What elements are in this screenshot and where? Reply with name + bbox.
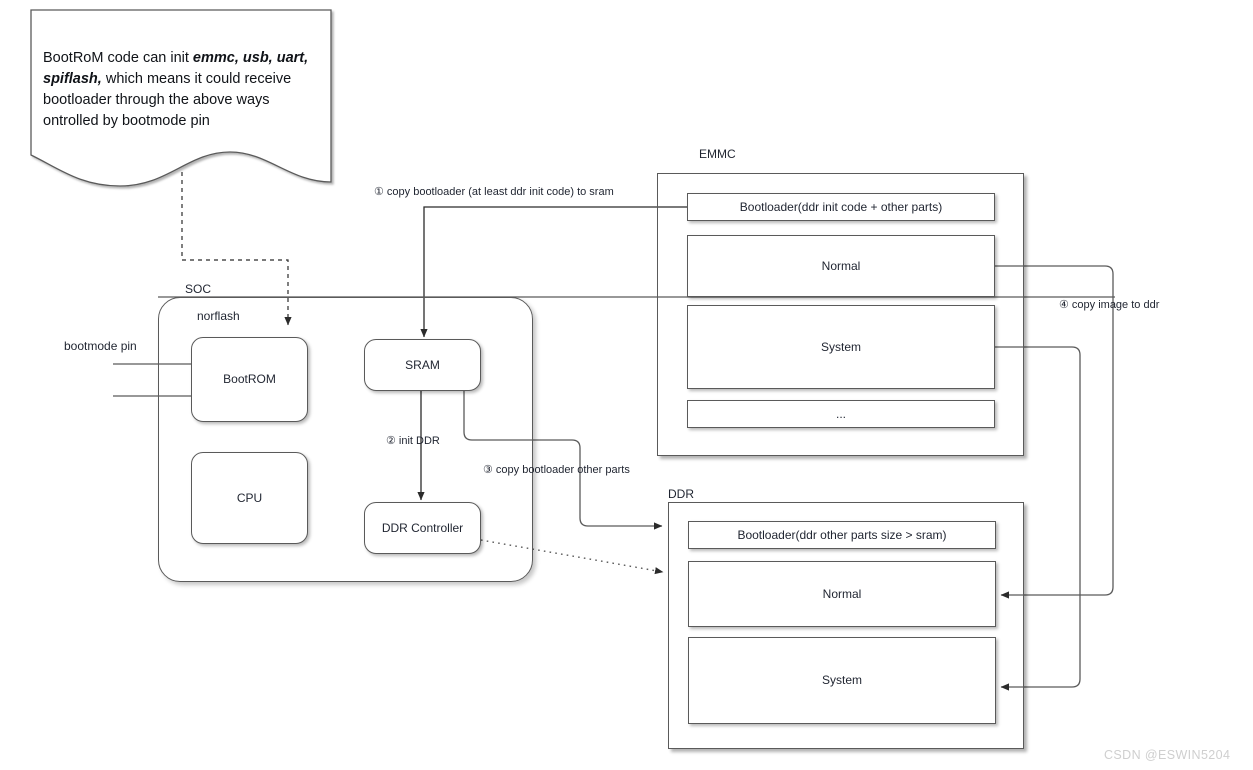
ddr-partition-normal-label: Normal — [822, 586, 862, 601]
note-part-3: which means it could receive bootloader … — [43, 71, 292, 130]
bootmode-pin-label: bootmode pin — [64, 339, 137, 353]
edge-label-step4: ④ copy image to ddr — [1059, 299, 1160, 311]
ddr-label: DDR — [668, 487, 694, 501]
emmc-partition-more-label: ... — [835, 406, 846, 421]
soc-block-bootrom-label: BootROM — [223, 372, 276, 387]
soc-block-ddr-controller-label: DDR Controller — [381, 520, 464, 535]
soc-block-ddr-controller[interactable]: DDR Controller — [364, 502, 481, 554]
emmc-partition-normal-label: Normal — [821, 258, 861, 273]
note-part-2-bold: emmc, usb, uart, spiflash, — [43, 50, 309, 88]
soc-block-bootrom[interactable]: BootROM — [191, 337, 308, 422]
soc-label: SOC — [185, 282, 212, 296]
emmc-partition-system[interactable]: System — [687, 305, 995, 389]
bootrom-note-text: BootRoM code can init emmc, usb, uart, s… — [31, 26, 331, 156]
ddr-container — [668, 502, 1024, 749]
ddr-partition-bootloader[interactable]: Bootloader(ddr other parts size > sram) — [688, 521, 996, 549]
edge-label-step1: ① copy bootloader (at least ddr init cod… — [374, 186, 614, 198]
soc-container — [158, 297, 533, 582]
ddr-partition-normal[interactable]: Normal — [688, 561, 996, 627]
edge-label-step3: ③ copy bootloader other parts — [483, 464, 630, 476]
ddr-partition-system-label: System — [821, 673, 862, 688]
emmc-partition-normal[interactable]: Normal — [687, 235, 995, 297]
csdn-watermark: CSDN @ESWIN5204 — [1104, 748, 1231, 762]
emmc-container — [657, 173, 1024, 456]
emmc-label: EMMC — [699, 147, 736, 161]
ddr-partition-system[interactable]: System — [688, 637, 996, 724]
norflash-label: norflash — [197, 309, 240, 323]
emmc-partition-bootloader[interactable]: Bootloader(ddr init code + other parts) — [687, 193, 995, 221]
note-line: BootRoM code can init emmc, usb, uart, s… — [43, 48, 317, 132]
soc-block-sram[interactable]: SRAM — [364, 339, 481, 391]
emmc-partition-system-label: System — [820, 339, 861, 354]
emmc-partition-more[interactable]: ... — [687, 400, 995, 428]
ddr-partition-bootloader-label: Bootloader(ddr other parts size > sram) — [737, 527, 947, 542]
soc-block-cpu[interactable]: CPU — [191, 452, 308, 544]
edge-label-step2: ② init DDR — [386, 435, 440, 447]
emmc-partition-bootloader-label: Bootloader(ddr init code + other parts) — [739, 199, 943, 214]
soc-block-sram-label: SRAM — [405, 357, 440, 372]
soc-block-cpu-label: CPU — [236, 490, 263, 505]
note-part-1: BootRoM code can init — [43, 50, 193, 66]
